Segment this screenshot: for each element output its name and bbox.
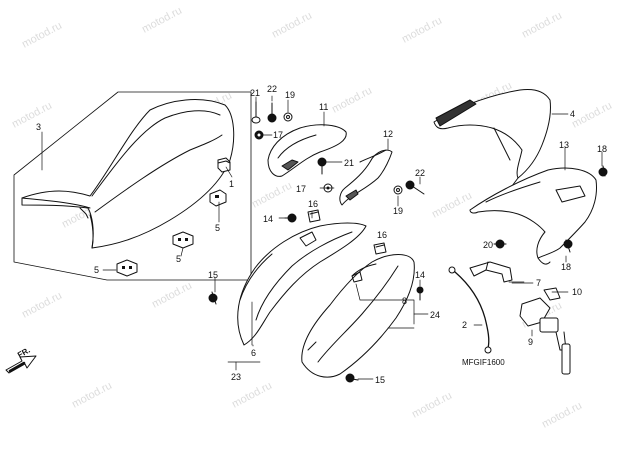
part-label-21: 21 bbox=[250, 88, 261, 98]
front-direction-arrow bbox=[5, 355, 37, 374]
seat-lock bbox=[519, 297, 571, 375]
seat-rubber-1 bbox=[217, 157, 231, 173]
part-label-9: 9 bbox=[528, 337, 534, 347]
part-label-15: 15 bbox=[375, 375, 386, 385]
part-label-17: 17 bbox=[296, 184, 307, 194]
bolt-22b bbox=[405, 180, 425, 195]
part-label-2: 2 bbox=[462, 320, 468, 330]
part-label-16: 16 bbox=[377, 230, 388, 240]
bolt-22a bbox=[267, 102, 277, 123]
part-label-22: 22 bbox=[415, 168, 426, 178]
grab-rail-left bbox=[267, 124, 347, 177]
seat bbox=[21, 99, 235, 249]
part-label-8: 8 bbox=[402, 296, 408, 306]
part-label-17: 17 bbox=[273, 130, 284, 140]
bolt-18b bbox=[563, 239, 573, 253]
part-label-21: 21 bbox=[344, 158, 355, 168]
washer-19b bbox=[393, 185, 403, 195]
part-label-14: 14 bbox=[263, 214, 274, 224]
washer-19a bbox=[283, 112, 293, 122]
part-label-22: 22 bbox=[267, 84, 278, 94]
bolt-21a bbox=[251, 101, 261, 124]
part-label-13: 13 bbox=[559, 140, 570, 150]
diagram-code: MFGIF1600 bbox=[462, 358, 505, 367]
seat-rubber-5c bbox=[116, 259, 138, 277]
bolt-14a bbox=[284, 213, 297, 223]
part-label-20: 20 bbox=[483, 240, 494, 250]
clip-16-right bbox=[373, 242, 387, 255]
bolt-14b bbox=[416, 286, 424, 301]
clip-16-left bbox=[307, 209, 321, 223]
part-label-5: 5 bbox=[94, 265, 100, 275]
bolt-21b bbox=[317, 157, 327, 175]
seat-rubber-5a bbox=[209, 189, 227, 207]
seat-rubber-5b bbox=[172, 231, 194, 249]
part-label-16: 16 bbox=[308, 199, 319, 209]
part-label-24: 24 bbox=[430, 310, 441, 320]
rear-cowl-left bbox=[237, 222, 367, 346]
part-label-6: 6 bbox=[251, 348, 257, 358]
leader-lines bbox=[41, 95, 603, 380]
part-label-3: 3 bbox=[36, 122, 42, 132]
part-label-23: 23 bbox=[231, 372, 242, 382]
bolt-15b bbox=[345, 373, 359, 383]
part-label-10: 10 bbox=[572, 287, 583, 297]
rear-center-cowl bbox=[469, 167, 597, 265]
part-label-19: 19 bbox=[393, 206, 404, 216]
part-label-15: 15 bbox=[208, 270, 219, 280]
part-label-19: 19 bbox=[285, 90, 296, 100]
part-label-4: 4 bbox=[570, 109, 576, 119]
part-label-18: 18 bbox=[597, 144, 608, 154]
part-label-11: 11 bbox=[319, 102, 329, 112]
part-label-7: 7 bbox=[536, 278, 542, 288]
part-label-1: 1 bbox=[229, 179, 235, 189]
part-label-14: 14 bbox=[415, 270, 426, 280]
seat-lock-bracket bbox=[469, 261, 513, 283]
bolt-20 bbox=[493, 239, 507, 249]
bolt-18a bbox=[598, 165, 608, 177]
part-label-5: 5 bbox=[215, 223, 221, 233]
rear-cowl-right bbox=[301, 254, 415, 378]
part-label-12: 12 bbox=[383, 129, 394, 139]
rear-carrier bbox=[433, 89, 551, 187]
seat-lock-cable bbox=[448, 266, 492, 354]
bolt-15a bbox=[208, 291, 218, 305]
grab-rail-right bbox=[339, 149, 393, 206]
part-label-5: 5 bbox=[176, 254, 182, 264]
lock-cover-bracket bbox=[543, 287, 561, 301]
part-label-18: 18 bbox=[561, 262, 572, 272]
